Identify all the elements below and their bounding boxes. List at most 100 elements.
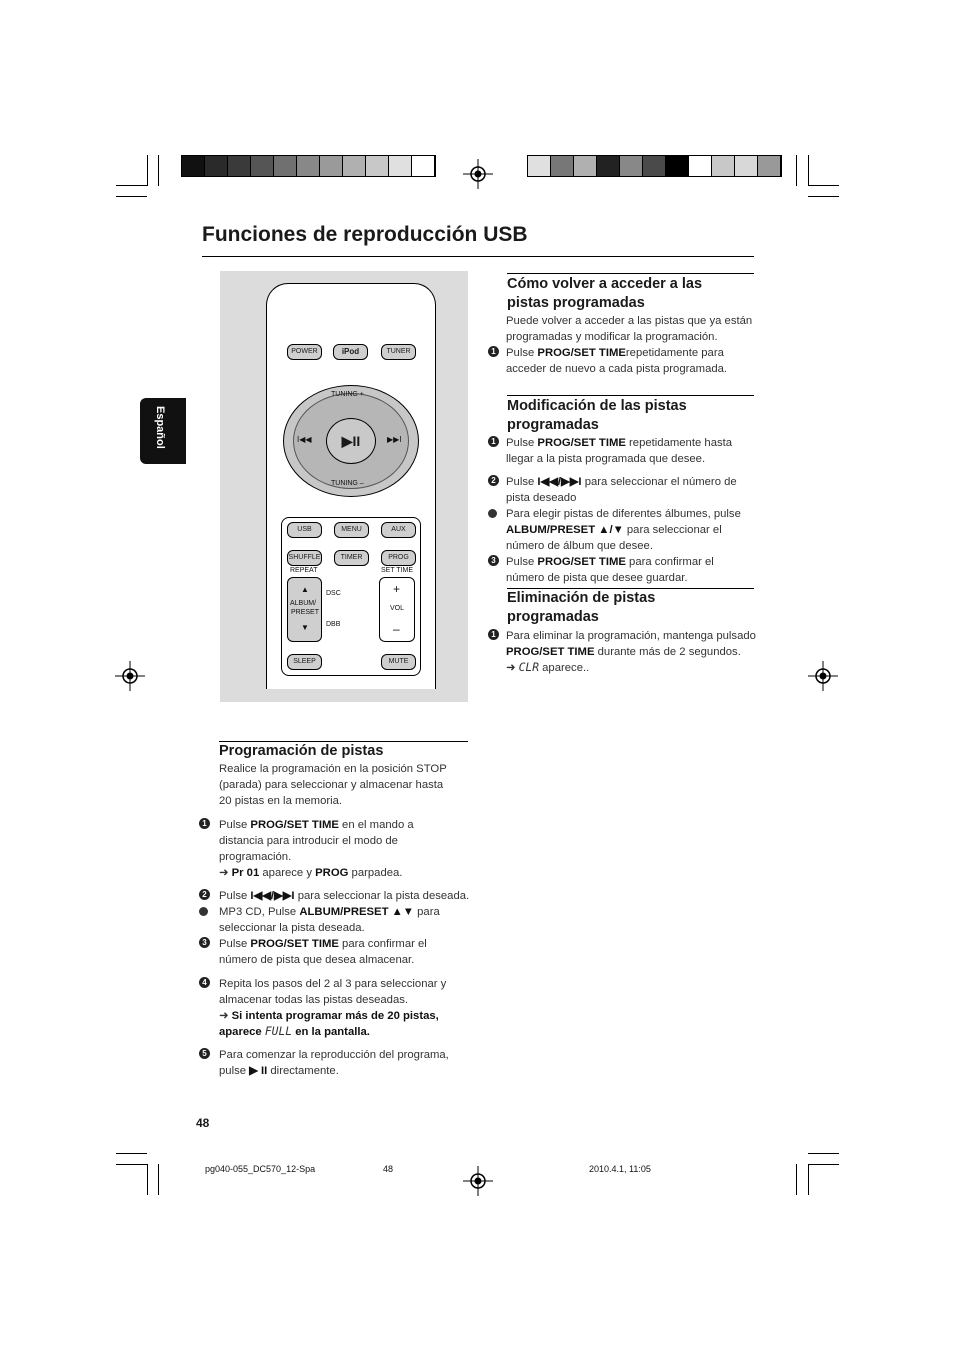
color-swatch xyxy=(320,156,343,176)
crop-mark xyxy=(158,1164,159,1195)
color-swatch xyxy=(366,156,389,176)
crop-mark xyxy=(147,155,148,186)
play-pause-icon: ▶II xyxy=(341,433,361,449)
remote-play-pause-button: ▶II xyxy=(326,418,376,464)
color-swatch xyxy=(620,156,643,176)
remote-shuffle-button: SHUFFLE xyxy=(287,550,322,566)
next-icon: ▶▶I xyxy=(387,435,402,444)
remote-lower-panel xyxy=(281,517,421,676)
step-number-3: 3 xyxy=(488,555,499,566)
crop-mark xyxy=(147,1164,148,1195)
color-swatch xyxy=(205,156,228,176)
color-swatch xyxy=(228,156,251,176)
vol-label: VOL xyxy=(390,605,405,612)
previous-icon: I◀◀ xyxy=(297,435,312,444)
crop-mark xyxy=(796,1164,797,1195)
section-heading-programacion: Programación de pistas xyxy=(219,743,384,759)
display-text: CLR xyxy=(518,661,540,674)
registration-mark-icon xyxy=(115,661,145,691)
title-rule xyxy=(202,256,754,257)
color-swatch xyxy=(251,156,274,176)
section-rule xyxy=(507,395,754,396)
crop-mark xyxy=(116,1164,147,1165)
remote-usb-button: USB xyxy=(287,522,322,538)
album-label: ALBUM/ xyxy=(290,600,317,607)
step-number-1: 1 xyxy=(488,436,499,447)
color-swatch xyxy=(574,156,597,176)
plus-icon: + xyxy=(393,582,401,596)
step-number-1: 1 xyxy=(488,346,499,357)
color-swatch xyxy=(182,156,205,176)
step-number-1: 1 xyxy=(199,818,210,829)
step-number-2: 2 xyxy=(199,889,210,900)
color-swatch xyxy=(643,156,666,176)
remote-ipod-button: iPod xyxy=(333,344,368,360)
section-prog-step-5: Para comenzar la reproducción del progra… xyxy=(219,1049,449,1077)
up-icon: ▲ xyxy=(301,585,309,594)
crop-mark xyxy=(808,1164,809,1195)
registration-mark-icon xyxy=(463,159,493,189)
page-number: 48 xyxy=(196,1116,210,1130)
section-elim-step-1: Para eliminar la programación, mantenga … xyxy=(506,630,756,674)
color-swatch xyxy=(412,156,435,176)
remote-tuning-down-label: TUNING – xyxy=(331,480,364,487)
crop-mark xyxy=(808,196,839,197)
crop-mark xyxy=(796,155,797,186)
remote-timer-button: TIMER xyxy=(334,550,369,566)
crop-mark xyxy=(808,155,809,186)
remote-tuning-up-label: TUNING + xyxy=(331,391,364,398)
color-swatch xyxy=(343,156,366,176)
remote-album-preset-button: ▲ ALBUM/ PRESET ▼ xyxy=(287,577,322,642)
color-swatch xyxy=(528,156,551,176)
step-number-4: 4 xyxy=(199,977,210,988)
section-prog-step-4: Repita los pasos del 2 al 3 para selecci… xyxy=(219,978,447,1038)
remote-prog-button: PROG xyxy=(381,550,416,566)
section-mod-bullet: Para elegir pistas de diferentes álbumes… xyxy=(506,508,741,552)
crop-mark xyxy=(808,185,839,186)
crop-mark xyxy=(158,155,159,186)
display-text: FULL xyxy=(264,1025,293,1038)
crop-mark xyxy=(808,1153,839,1154)
preset-label: PRESET xyxy=(291,609,320,616)
step-number-1: 1 xyxy=(488,629,499,640)
crop-mark xyxy=(808,1164,839,1165)
section-rule xyxy=(219,741,468,742)
remote-sleep-button: SLEEP xyxy=(287,654,322,670)
section-rule xyxy=(507,588,754,589)
color-swatch xyxy=(551,156,574,176)
remote-tuner-button: TUNER xyxy=(381,344,416,360)
remote-dsc-label: DSC xyxy=(326,590,341,597)
section-como-intro: Puede volver a acceder a las pistas que … xyxy=(506,315,753,343)
remote-dbb-label: DBB xyxy=(326,621,341,628)
page-title: Funciones de reproducción USB xyxy=(202,223,528,246)
color-swatch xyxy=(297,156,320,176)
section-prog-step-2: Pulse I◀◀/▶▶I para seleccionar la pista … xyxy=(219,890,470,902)
step-number-2: 2 xyxy=(488,475,499,486)
down-icon: ▼ xyxy=(301,623,309,632)
section-prog-step-1: Pulse PROG/SET TIME en el mando a distan… xyxy=(219,819,414,879)
color-swatch xyxy=(597,156,620,176)
crop-mark xyxy=(116,185,147,186)
footer-date: 2010.4.1, 11:05 xyxy=(589,1164,651,1174)
color-swatch xyxy=(666,156,689,176)
crop-mark xyxy=(116,196,147,197)
remote-set-time-label: SET TIME xyxy=(381,567,414,574)
remote-repeat-label: REPEAT xyxy=(290,567,318,574)
remote-volume-button: + VOL – xyxy=(379,577,415,642)
color-calibration-bar-right xyxy=(527,155,782,177)
step-number-5: 5 xyxy=(199,1048,210,1059)
section-rule xyxy=(507,273,754,274)
minus-icon: – xyxy=(393,622,400,636)
color-swatch xyxy=(712,156,735,176)
language-tab-label: Español xyxy=(154,406,166,449)
section-prog-intro: Realice la programación en la posición S… xyxy=(219,763,447,807)
color-swatch xyxy=(758,156,781,176)
remote-aux-button: AUX xyxy=(381,522,416,538)
